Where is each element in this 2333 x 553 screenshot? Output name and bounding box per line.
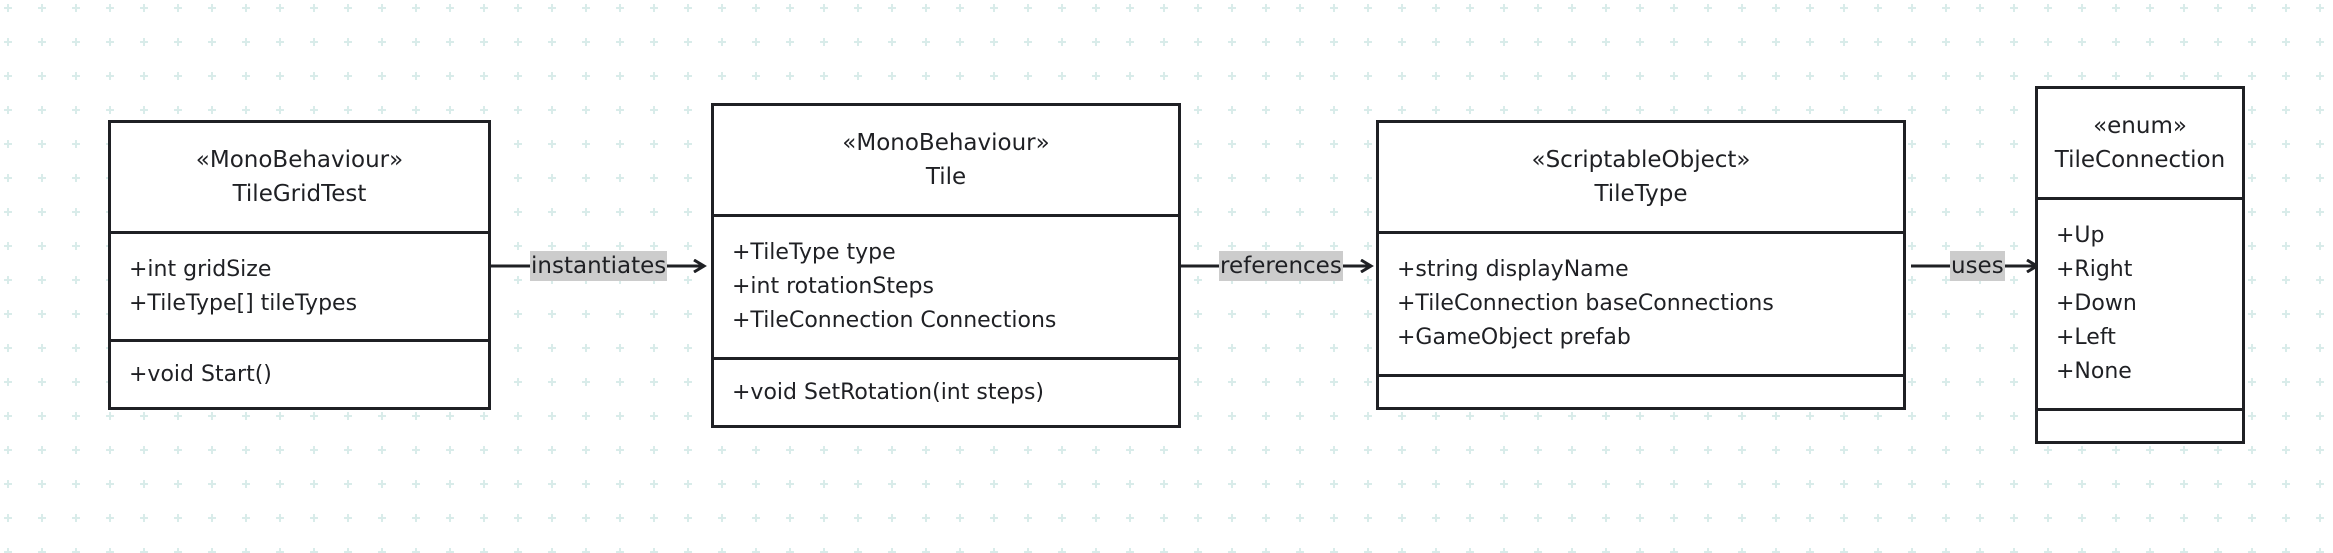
attribute: +TileConnection Connections	[732, 308, 1057, 333]
class-name: Tile	[925, 164, 967, 190]
methods-section: +void SetRotation(int steps)	[714, 357, 1178, 425]
class-box-tileconnection[interactable]: «enum» TileConnection +Up +Right +Down +…	[2035, 86, 2245, 444]
enum-value: +None	[2056, 359, 2132, 384]
attribute: +TileConnection baseConnections	[1397, 291, 1774, 316]
attribute: +int rotationSteps	[732, 274, 934, 299]
class-name: TileGridTest	[232, 181, 367, 207]
class-header: «MonoBehaviour» Tile	[714, 106, 1178, 214]
methods-section	[2038, 408, 2242, 441]
edge-label-references: references	[1219, 251, 1343, 281]
attribute: +int gridSize	[129, 256, 272, 282]
attribute: +TileType[] tileTypes	[129, 290, 358, 316]
attribute: +string displayName	[1397, 257, 1629, 282]
enum-value: +Down	[2056, 291, 2137, 316]
class-box-tiletype[interactable]: «ScriptableObject» TileType +string disp…	[1376, 120, 1906, 410]
class-stereotype: «enum»	[2093, 113, 2187, 139]
method: +void SetRotation(int steps)	[732, 379, 1045, 405]
method: +void Start()	[129, 361, 272, 387]
class-name: TileConnection	[2054, 147, 2226, 173]
methods-section	[1379, 374, 1903, 407]
class-stereotype: «MonoBehaviour»	[195, 147, 404, 173]
attribute: +TileType type	[732, 240, 896, 265]
edge-label-uses: uses	[1950, 251, 2005, 281]
attributes-section: +string displayName +TileConnection base…	[1379, 231, 1903, 374]
enum-value: +Left	[2056, 325, 2116, 350]
enum-values-section: +Up +Right +Down +Left +None	[2038, 197, 2242, 408]
edge-label-instantiates: instantiates	[530, 251, 668, 281]
class-stereotype: «MonoBehaviour»	[842, 130, 1050, 156]
class-stereotype: «ScriptableObject»	[1531, 147, 1751, 173]
methods-section: +void Start()	[111, 339, 488, 407]
class-header: «ScriptableObject» TileType	[1379, 123, 1903, 231]
class-box-tile[interactable]: «MonoBehaviour» Tile +TileType type +int…	[711, 103, 1181, 428]
attributes-section: +TileType type +int rotationSteps +TileC…	[714, 214, 1178, 357]
class-header: «MonoBehaviour» TileGridTest	[111, 123, 488, 231]
class-header: «enum» TileConnection	[2038, 89, 2242, 197]
attribute: +GameObject prefab	[1397, 325, 1631, 350]
class-name: TileType	[1594, 181, 1688, 207]
attributes-section: +int gridSize +TileType[] tileTypes	[111, 231, 488, 339]
enum-value: +Up	[2056, 223, 2105, 248]
enum-value: +Right	[2056, 257, 2133, 282]
class-box-tilegridtest[interactable]: «MonoBehaviour» TileGridTest +int gridSi…	[108, 120, 491, 410]
